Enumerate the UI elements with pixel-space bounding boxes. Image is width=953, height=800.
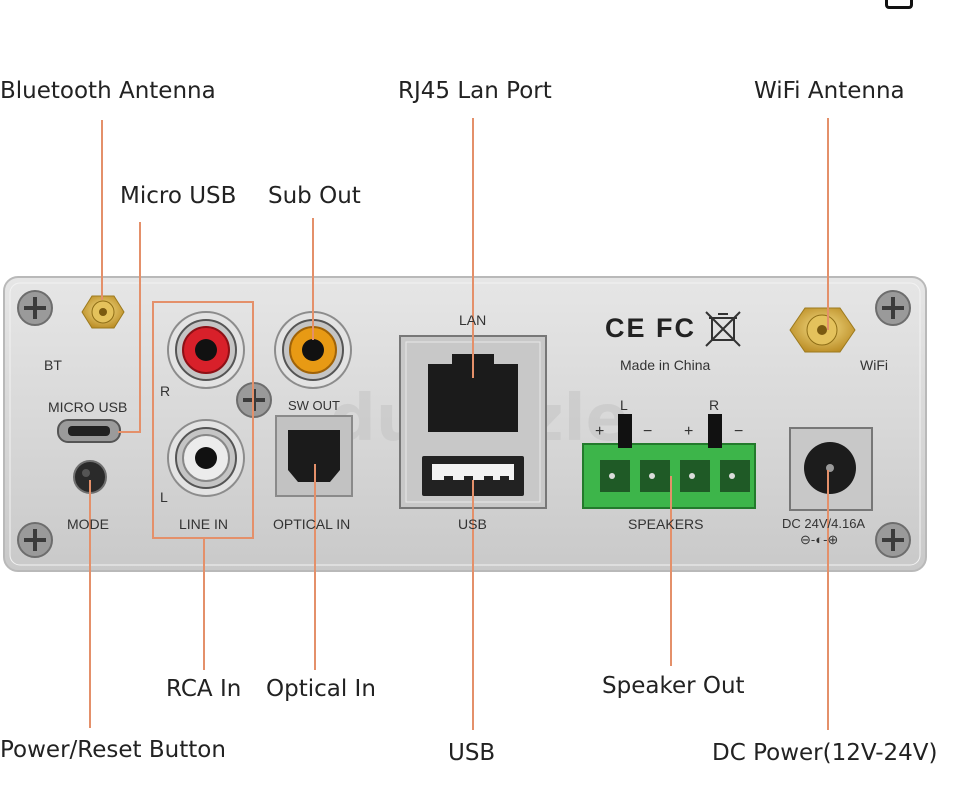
bt-antenna-connector-icon <box>81 295 125 329</box>
rca-red-jack-icon <box>167 311 245 389</box>
wifi-antenna-connector-icon <box>789 307 856 353</box>
micro-usb-port-icon <box>57 419 121 443</box>
dc-jack-icon <box>789 427 873 511</box>
callout-wifi-antenna: WiFi Antenna <box>754 78 905 104</box>
panel-label-spk-l: L <box>620 397 628 413</box>
callout-sub-out: Sub Out <box>268 183 361 209</box>
rj45-port-icon <box>428 354 518 432</box>
panel-label-mode: MODE <box>67 516 109 532</box>
panel-label-lan: LAN <box>459 312 487 328</box>
usb-port-icon <box>422 456 524 496</box>
callout-rca-in: RCA In <box>166 676 242 702</box>
panel-label-l: L <box>160 489 168 505</box>
screw-icon <box>875 290 911 326</box>
callout-usb: USB <box>448 740 496 766</box>
panel-label-minus-2: − <box>734 423 744 440</box>
panel-label-certifications: CE FC <box>605 313 696 343</box>
speaker-terminal-icon <box>582 414 756 509</box>
panel-label-sw-out: SW OUT <box>288 398 340 413</box>
callout-power-reset-button: Power/Reset Button <box>0 737 226 763</box>
rca-white-jack-icon <box>167 419 245 497</box>
panel-label-made-in-china: Made in China <box>620 357 711 373</box>
callout-micro-usb: Micro USB <box>120 183 237 209</box>
panel-label-optical-in: OPTICAL IN <box>273 516 351 532</box>
screw-icon <box>17 522 53 558</box>
panel-label-r: R <box>160 383 171 399</box>
panel-label-polarity: ⊖-◐-⊕ <box>800 532 839 547</box>
weee-bin-icon <box>705 311 741 347</box>
corner-mark-icon <box>885 0 913 9</box>
panel-label-line-in: LINE IN <box>179 516 229 532</box>
callout-optical-in: Optical In <box>266 676 376 702</box>
sub-out-jack-icon <box>274 311 352 389</box>
panel-label-wifi: WiFi <box>860 357 888 373</box>
panel-label-speakers: SPEAKERS <box>628 516 704 532</box>
screw-icon <box>17 290 53 326</box>
panel-label-dc-rating: DC 24V/4.16A <box>782 516 866 531</box>
panel-label-micro-usb: MICRO USB <box>48 399 128 415</box>
callout-bluetooth-antenna: Bluetooth Antenna <box>0 78 216 104</box>
panel-label-bt: BT <box>44 357 62 373</box>
leader-line-micro-usb <box>118 222 141 433</box>
panel-label-minus-1: − <box>643 423 653 440</box>
panel-label-plus-1: + <box>595 423 605 440</box>
callout-dc-power: DC Power(12V-24V) <box>712 740 938 766</box>
panel-label-plus-2: + <box>684 423 694 440</box>
optical-port-icon <box>275 415 353 497</box>
panel-label-usb: USB <box>458 516 487 532</box>
screw-icon <box>875 522 911 558</box>
panel-label-spk-r: R <box>709 397 720 413</box>
callout-speaker-out: Speaker Out <box>602 673 745 699</box>
callout-rj45-lan-port: RJ45 Lan Port <box>398 78 552 104</box>
